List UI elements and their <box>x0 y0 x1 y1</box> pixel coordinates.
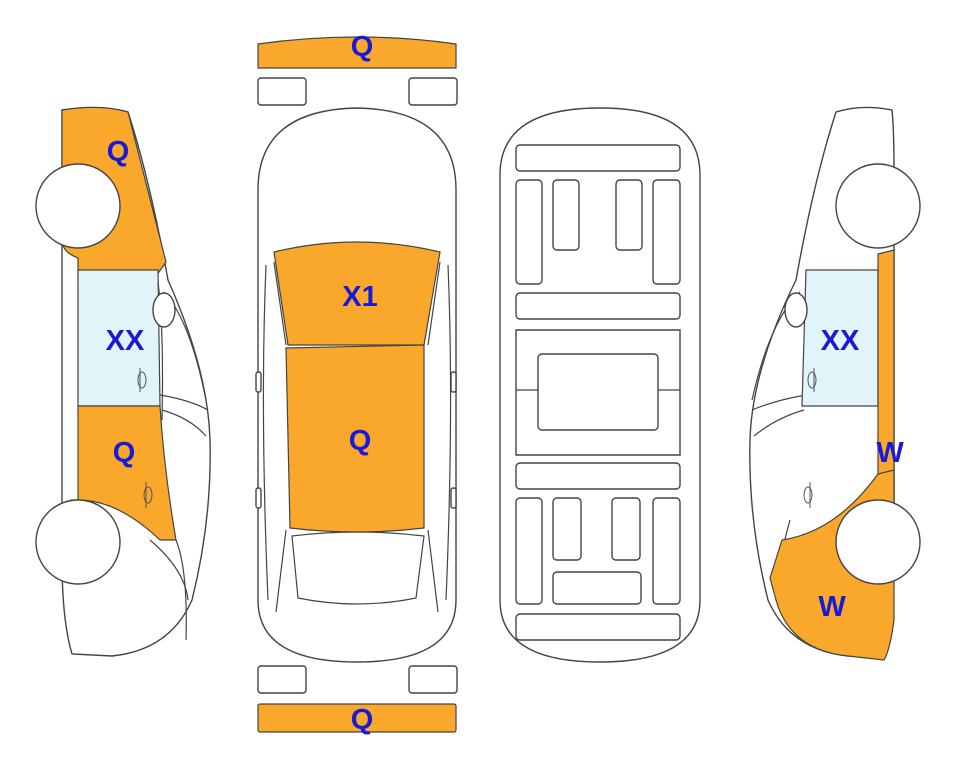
right-side-view: XX W W <box>749 106 921 661</box>
front-bumper-panel[interactable] <box>257 36 457 69</box>
taillight-left <box>257 665 307 694</box>
mirror-right <box>450 371 457 393</box>
underbody-rear-rail-right <box>652 497 681 605</box>
door-handle-left <box>255 487 262 509</box>
c-pillar-right <box>427 529 439 613</box>
right-front-glass-code: XX <box>821 325 860 357</box>
right-rear-window <box>751 394 807 411</box>
underbody-rear-crossmember <box>515 462 681 490</box>
left-front-fender-code: Q <box>107 136 130 168</box>
left-b-pillar <box>157 281 164 421</box>
left-front-door-code: Q <box>113 437 136 469</box>
rear-window <box>291 531 425 605</box>
underbody-rear-block-right <box>611 497 641 561</box>
underbody-view <box>499 107 701 663</box>
right-rear-quarter-code: W <box>818 591 846 623</box>
right-rear-wheel <box>835 499 921 585</box>
hood-panel[interactable] <box>273 241 441 346</box>
left-rear-window-lower <box>161 409 207 437</box>
left-rear-door-handle <box>143 482 153 508</box>
roof-code: Q <box>349 425 372 457</box>
left-rear-door-edge <box>175 539 187 641</box>
underbody-front-crossmember <box>515 144 681 172</box>
underbody-front-rail-left <box>515 179 543 285</box>
left-rear-quarter-line <box>149 539 189 601</box>
headlight-left <box>257 77 307 106</box>
underbody-front-rail-right <box>652 179 681 285</box>
underbody-front-block-right <box>615 179 643 251</box>
right-rear-window-lower <box>753 409 805 437</box>
mirror-left <box>255 371 262 393</box>
underbody-center-tunnel <box>537 353 659 431</box>
c-pillar-left <box>275 529 287 613</box>
right-front-door-handle <box>807 368 817 392</box>
left-front-wheel <box>35 163 121 249</box>
right-rear-door-handle <box>803 482 813 508</box>
left-rear-wheel <box>35 499 121 585</box>
headlight-right <box>408 77 458 106</box>
left-front-glass-code: XX <box>106 325 145 357</box>
underbody-rear-rail-left <box>515 497 543 605</box>
right-rocker-code: W <box>876 437 904 469</box>
left-front-door-handle <box>137 368 147 392</box>
a-pillar-right <box>427 261 441 346</box>
front-bumper-code: Q <box>351 31 374 63</box>
top-body-contour-left <box>262 264 269 601</box>
left-front-door-panel[interactable] <box>77 405 177 541</box>
door-handle-right <box>450 487 457 509</box>
left-side-view: Q XX Q <box>35 106 211 657</box>
underbody-spare-well <box>552 571 642 605</box>
taillight-right <box>408 665 458 694</box>
left-rear-window <box>159 394 209 411</box>
top-body-contour-right <box>445 264 452 601</box>
rear-bumper-panel[interactable] <box>257 703 457 733</box>
left-mirror <box>152 292 176 328</box>
roof-panel[interactable] <box>285 344 425 533</box>
underbody-rear-block-left <box>552 497 582 561</box>
a-pillar-left <box>273 261 287 346</box>
underbody-mid-crossmember <box>515 292 681 320</box>
underbody-rear-panel <box>515 613 681 641</box>
right-mirror <box>784 292 808 328</box>
hood-code: X1 <box>342 281 377 313</box>
top-view: Q X1 Q Q <box>255 31 458 736</box>
rear-bumper-code: Q <box>351 704 374 736</box>
underbody-front-block-left <box>552 179 580 251</box>
right-front-wheel <box>835 163 921 249</box>
